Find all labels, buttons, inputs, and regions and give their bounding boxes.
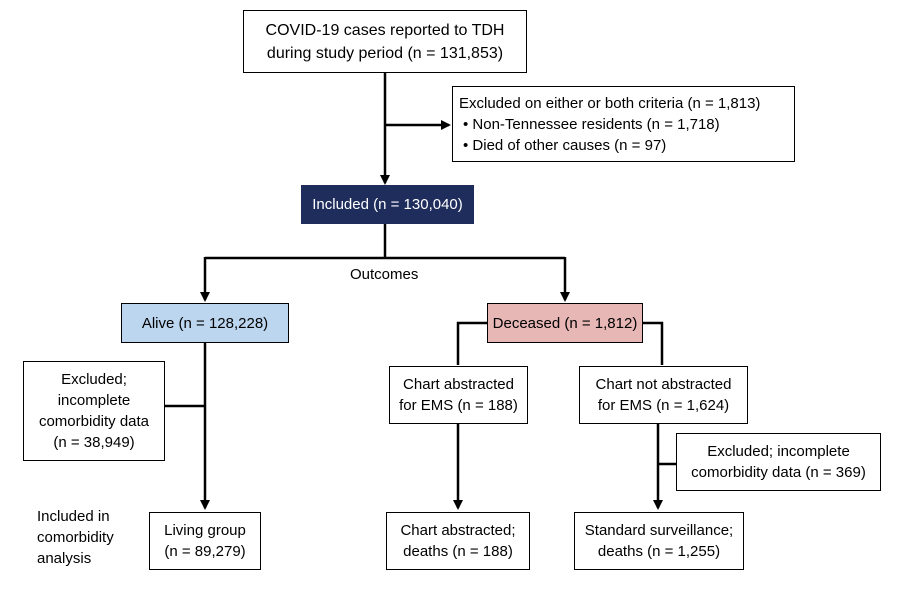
deceased-text: Deceased (n = 1,812) bbox=[492, 314, 638, 332]
chart-not-abstracted-line-2: for EMS (n = 1,624) bbox=[597, 397, 730, 414]
included-text: Included (n = 130,040) bbox=[312, 196, 463, 213]
excluded-deceased-line-2: comorbidity data (n = 369) bbox=[691, 464, 866, 481]
excluded-alive-line-3: comorbidity data bbox=[38, 413, 150, 430]
excluded-criteria-title: Excluded on either or both criteria (n =… bbox=[459, 94, 761, 112]
excluded-criteria-box: Excluded on either or both criteria (n =… bbox=[452, 86, 795, 162]
deceased-box: Deceased (n = 1,812) bbox=[487, 303, 643, 343]
alive-box: Alive (n = 128,228) bbox=[121, 303, 289, 343]
standard-deaths-box: Standard surveillance; deaths (n = 1,255… bbox=[574, 512, 744, 570]
excluded-deceased-line-1: Excluded; incomplete bbox=[707, 443, 850, 460]
connector-deceased-left bbox=[456, 321, 487, 365]
chart-not-abstracted-line-1: Chart not abstracted bbox=[595, 376, 732, 393]
chart-deaths-box: Chart abstracted; deaths (n = 188) bbox=[386, 512, 530, 570]
excluded-alive-line-4: (n = 38,949) bbox=[53, 434, 135, 451]
reported-cases-box: COVID-19 cases reported to TDH during st… bbox=[243, 10, 527, 73]
living-group-box: Living group (n = 89,279) bbox=[149, 512, 261, 570]
excluded-criteria-item-1: • Non-Tennessee residents (n = 1,718) bbox=[463, 115, 720, 133]
standard-deaths-line-2: deaths (n = 1,255) bbox=[597, 543, 721, 560]
chart-deaths-line-1: Chart abstracted; bbox=[400, 522, 516, 539]
chart-abstracted-line-1: Chart abstracted bbox=[403, 376, 514, 393]
included-box: Included (n = 130,040) bbox=[301, 185, 474, 224]
included-analysis-line-1: Included in bbox=[37, 508, 110, 525]
standard-deaths-line-1: Standard surveillance; bbox=[584, 522, 734, 539]
included-analysis-line-3: analysis bbox=[37, 550, 92, 567]
outcomes-label: Outcomes bbox=[350, 266, 419, 283]
reported-line-2: during study period (n = 131,853) bbox=[266, 44, 504, 62]
living-group-line-1: Living group bbox=[164, 522, 246, 539]
excluded-alive-line-2: incomplete bbox=[57, 392, 131, 409]
chart-abstracted-box: Chart abstracted for EMS (n = 188) bbox=[389, 366, 528, 424]
excluded-alive-box: Excluded; incomplete comorbidity data (n… bbox=[23, 361, 165, 461]
reported-line-1: COVID-19 cases reported to TDH bbox=[265, 21, 505, 39]
excluded-deceased-box: Excluded; incomplete comorbidity data (n… bbox=[676, 433, 881, 491]
alive-text: Alive (n = 128,228) bbox=[141, 314, 269, 332]
excluded-alive-line-1: Excluded; bbox=[61, 371, 127, 388]
chart-abstracted-line-2: for EMS (n = 188) bbox=[399, 397, 518, 414]
included-analysis-line-2: comorbidity bbox=[37, 529, 114, 546]
included-analysis-label: Included in comorbidity analysis bbox=[37, 506, 114, 569]
chart-deaths-line-2: deaths (n = 188) bbox=[403, 543, 513, 560]
connector-deceased-right bbox=[642, 321, 664, 365]
chart-not-abstracted-box: Chart not abstracted for EMS (n = 1,624) bbox=[579, 366, 748, 424]
excluded-criteria-item-2: • Died of other causes (n = 97) bbox=[463, 136, 667, 154]
living-group-line-2: (n = 89,279) bbox=[164, 543, 246, 560]
